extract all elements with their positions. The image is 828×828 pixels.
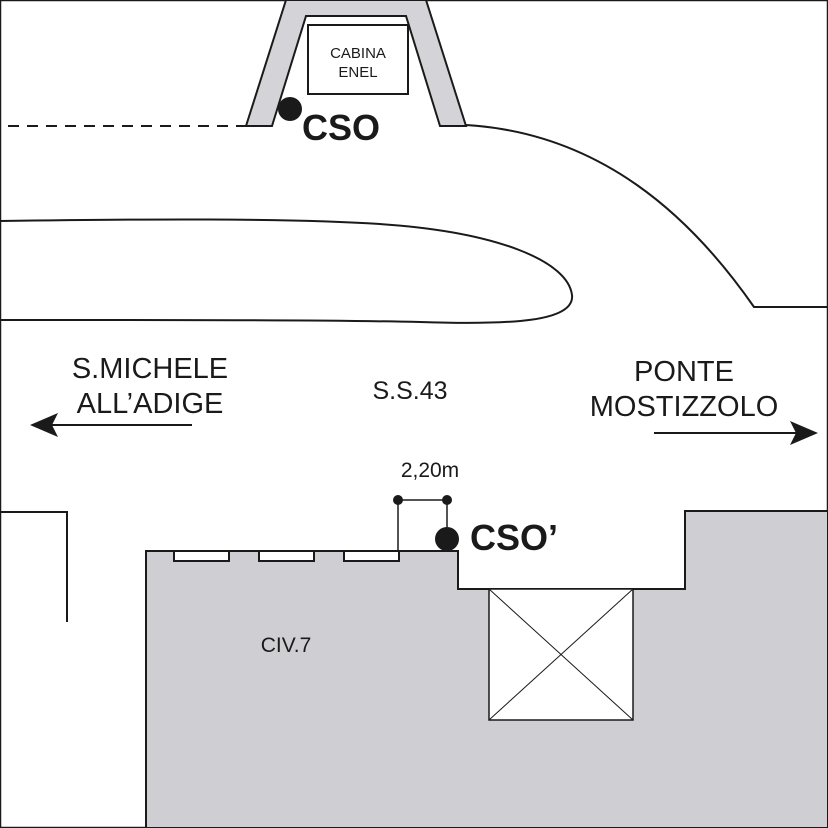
dimension-endpoint — [393, 495, 403, 505]
direction-left-line1: S.MICHELE — [72, 353, 228, 385]
crossed-box-diagonal — [488, 588, 634, 721]
building-window — [173, 550, 230, 562]
building-window — [258, 550, 315, 562]
direction-left-line2: ALL’ADIGE — [77, 388, 224, 420]
direction-right-line1: PONTE — [634, 356, 734, 388]
direction-right-line2: MOSTIZZOLO — [590, 391, 779, 423]
enel-cabin-wall — [244, 0, 468, 127]
enel-cabin-label-line2: ENEL — [338, 64, 377, 81]
cso-prime-point — [435, 527, 459, 551]
traffic-island — [0, 218, 574, 324]
enel-cabin-box — [307, 24, 409, 95]
enel-cabin-label-line1: CABINA — [330, 45, 386, 62]
left-lower-boundary — [0, 511, 68, 622]
building-window — [343, 550, 400, 562]
right-arrow-head — [790, 421, 818, 445]
cso-label: CSO — [302, 107, 380, 148]
dimension-endpoint — [442, 495, 452, 505]
road-name-label: S.S.43 — [372, 377, 447, 405]
cso-point — [278, 97, 302, 121]
road-curve-right — [465, 124, 828, 308]
left-arrow-head — [30, 413, 58, 437]
dimension-label: 2,20m — [401, 459, 459, 482]
building-civ7 — [145, 510, 828, 828]
cso-prime-label: CSO’ — [470, 517, 558, 558]
building-label: CIV.7 — [261, 634, 312, 657]
